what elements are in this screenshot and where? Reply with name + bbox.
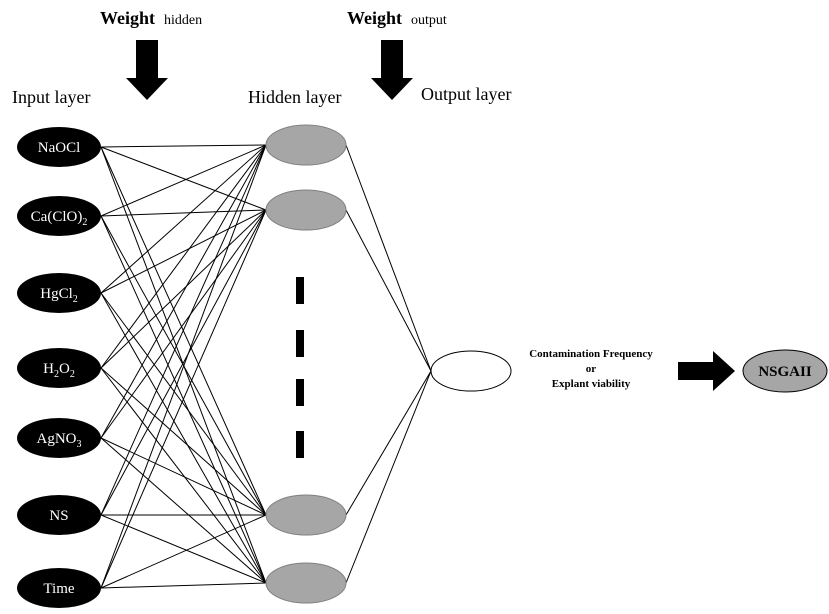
svg-text:H2O2: H2O2 xyxy=(43,361,75,380)
connection-input-4-hidden-2 xyxy=(100,209,267,369)
connection-input-3-hidden-2 xyxy=(100,209,267,294)
input-label-ns: NS xyxy=(49,508,68,524)
input-sub-h: 2 xyxy=(54,369,59,380)
connection-input-4-hidden-4 xyxy=(100,367,267,584)
input-label-hgcl: HgCl xyxy=(40,286,73,302)
connection-input-5-hidden-4 xyxy=(100,437,267,584)
input-sub-o: 2 xyxy=(70,369,75,380)
connection-input-7-hidden-2 xyxy=(100,209,267,589)
connection-input-5-hidden-3 xyxy=(100,437,267,516)
input-node-time: Time xyxy=(17,568,101,608)
connection-input-5-hidden-1 xyxy=(100,144,267,439)
input-node-naocl: NaOCl xyxy=(17,127,101,167)
connection-input-3-hidden-4 xyxy=(100,292,267,584)
input-sub-caclo: 2 xyxy=(82,217,87,228)
input-label-time: Time xyxy=(43,581,74,597)
hidden-node-1 xyxy=(265,124,347,166)
connection-hidden-2-output xyxy=(345,209,432,372)
input-node-agno3: AgNO3 xyxy=(17,418,101,458)
connection-input-1-hidden-1 xyxy=(100,144,267,148)
connection-input-3-hidden-1 xyxy=(100,144,267,294)
input-sub-agno: 3 xyxy=(77,439,82,450)
svg-text:AgNO3: AgNO3 xyxy=(37,431,82,450)
hidden-node-n-1 xyxy=(265,494,347,536)
input-sub-hgcl: 2 xyxy=(73,294,78,305)
hidden-nodes xyxy=(265,124,347,604)
hidden-node-n xyxy=(265,562,347,604)
connection-input-2-hidden-2 xyxy=(100,209,267,217)
weight-output-label: Weight output xyxy=(347,8,447,28)
weight-output-suffix: output xyxy=(411,13,447,28)
weight-hidden-arrow xyxy=(126,40,168,100)
ellipsis-dash-3 xyxy=(296,379,304,406)
connection-input-7-hidden-3 xyxy=(100,514,267,589)
svg-text:Ca(ClO)2: Ca(ClO)2 xyxy=(31,209,88,228)
connection-input-6-hidden-1 xyxy=(100,144,267,516)
input-node-h2o2: H2O2 xyxy=(17,348,101,388)
input-nodes: NaOCl Ca(ClO)2 HgCl2 H2O2 AgNO3 xyxy=(17,127,101,608)
input-node-ns: NS xyxy=(17,495,101,535)
weight-hidden-label: Weight hidden xyxy=(100,8,202,28)
input-node-caclo2: Ca(ClO)2 xyxy=(17,196,101,236)
input-label-h: H xyxy=(43,361,54,377)
input-label-naocl: NaOCl xyxy=(38,140,81,156)
result-line-3: Explant viability xyxy=(552,378,631,390)
connection-input-6-hidden-4 xyxy=(100,514,267,584)
connection-input-2-hidden-1 xyxy=(100,144,267,217)
connection-input-4-hidden-1 xyxy=(100,144,267,369)
connection-input-6-hidden-2 xyxy=(100,209,267,516)
ellipsis-dash-1 xyxy=(296,277,304,304)
hidden-output-connections xyxy=(345,144,432,584)
input-layer-label: Input layer xyxy=(12,87,90,107)
input-node-hgcl2: HgCl2 xyxy=(17,273,101,313)
nsga-label: NSGAII xyxy=(758,364,812,380)
connection-input-7-hidden-1 xyxy=(100,144,267,589)
svg-text:HgCl2: HgCl2 xyxy=(40,286,78,305)
hidden-ellipsis-dashes xyxy=(296,277,304,458)
connection-input-1-hidden-2 xyxy=(100,146,267,211)
ellipsis-dash-4 xyxy=(296,431,304,458)
connection-hidden-3-output xyxy=(345,370,432,516)
svg-text:Time: Time xyxy=(43,581,74,597)
connection-input-7-hidden-4 xyxy=(100,582,267,589)
input-label-agno: AgNO xyxy=(37,431,77,447)
input-hidden-connections xyxy=(100,144,267,589)
weight-output-arrow xyxy=(371,40,413,100)
connection-hidden-4-output xyxy=(345,370,432,584)
weight-hidden-suffix: hidden xyxy=(164,13,202,28)
connection-input-4-hidden-3 xyxy=(100,367,267,516)
weight-output-bold: Weight xyxy=(347,8,402,28)
result-line-1: Contamination Frequency xyxy=(529,348,653,360)
weight-hidden-bold: Weight xyxy=(100,8,155,28)
svg-text:NS: NS xyxy=(49,508,68,524)
svg-text:NaOCl: NaOCl xyxy=(38,140,81,156)
nsga-node xyxy=(742,349,828,393)
connection-hidden-1-output xyxy=(345,144,432,372)
right-arrow xyxy=(678,351,735,391)
ellipsis-dash-2 xyxy=(296,330,304,357)
output-layer-label: Output layer xyxy=(421,84,511,104)
input-label-o: O xyxy=(59,361,70,377)
connection-input-5-hidden-2 xyxy=(100,209,267,439)
output-node xyxy=(430,350,512,392)
result-line-2: or xyxy=(586,363,597,375)
hidden-node-2 xyxy=(265,189,347,231)
hidden-layer-label: Hidden layer xyxy=(248,87,341,107)
input-label-caclo: Ca(ClO) xyxy=(31,209,83,225)
